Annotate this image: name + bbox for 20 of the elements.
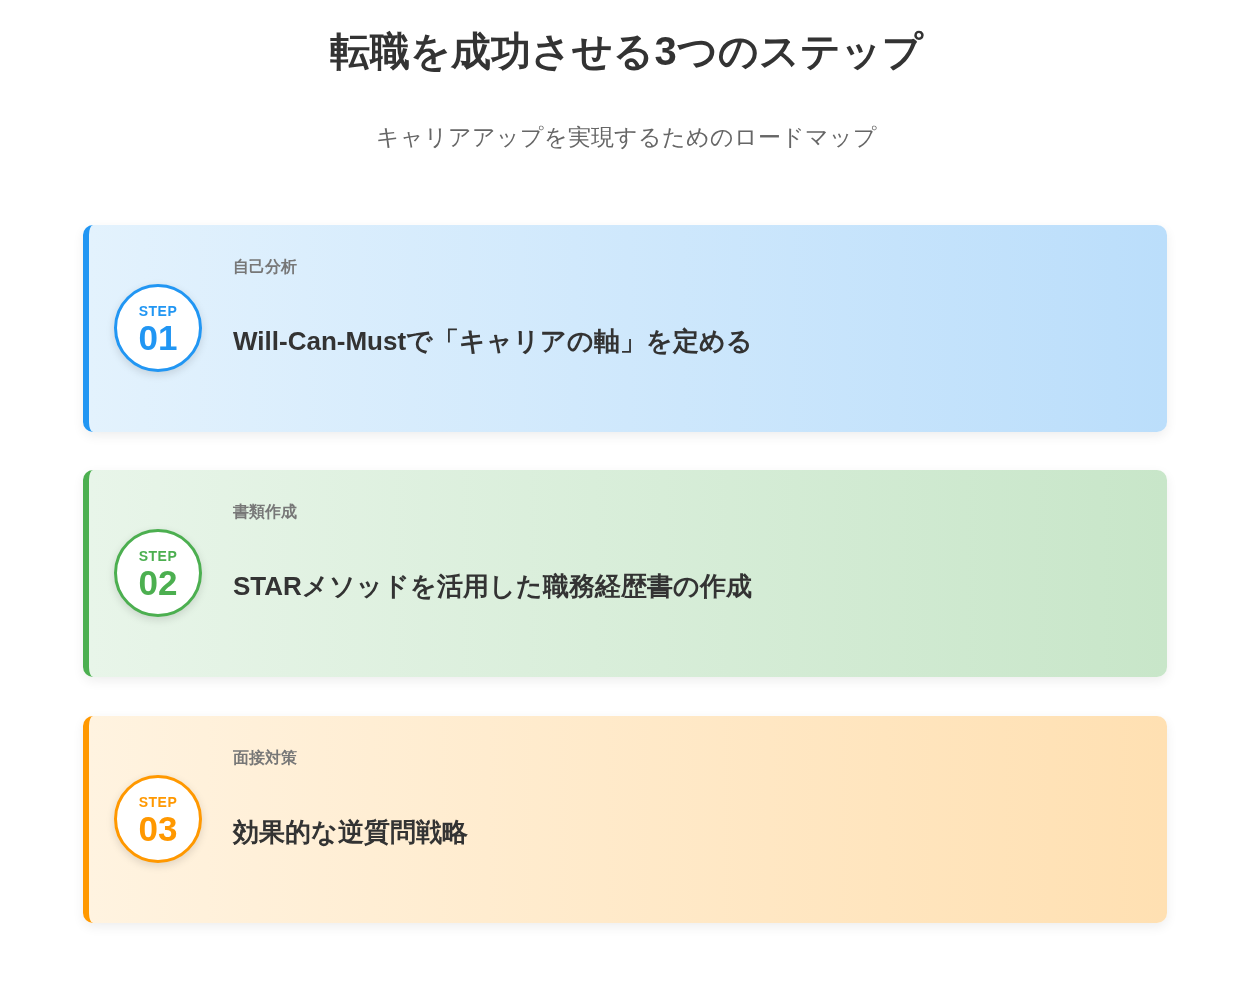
step-number: 02 (138, 564, 178, 600)
step-circle (114, 284, 202, 372)
step-card (83, 716, 1167, 923)
step-label: STEP (138, 548, 178, 563)
step-heading: Will-Can-Mustで「キャリアの軸」を定める (233, 325, 754, 358)
step-heading: STARメソッドを活用した職務経歴書の作成 (233, 570, 752, 603)
category-label: 面接対策 (233, 748, 297, 768)
subtitle: キャリアアップを実現するためのロードマップ (376, 124, 877, 152)
step-label: STEP (138, 794, 178, 809)
category-label: 書類作成 (233, 502, 297, 522)
step-label: STEP (138, 303, 178, 318)
step-circle (114, 775, 202, 863)
page-title: 転職を成功させる3つのステップ (330, 28, 923, 74)
step-card (83, 225, 1167, 432)
step-circle (114, 529, 202, 617)
category-label: 自己分析 (233, 257, 297, 277)
step-number: 03 (138, 810, 178, 846)
step-card (83, 470, 1167, 677)
step-number: 01 (138, 319, 178, 355)
step-heading: 効果的な逆質問戦略 (233, 816, 468, 849)
